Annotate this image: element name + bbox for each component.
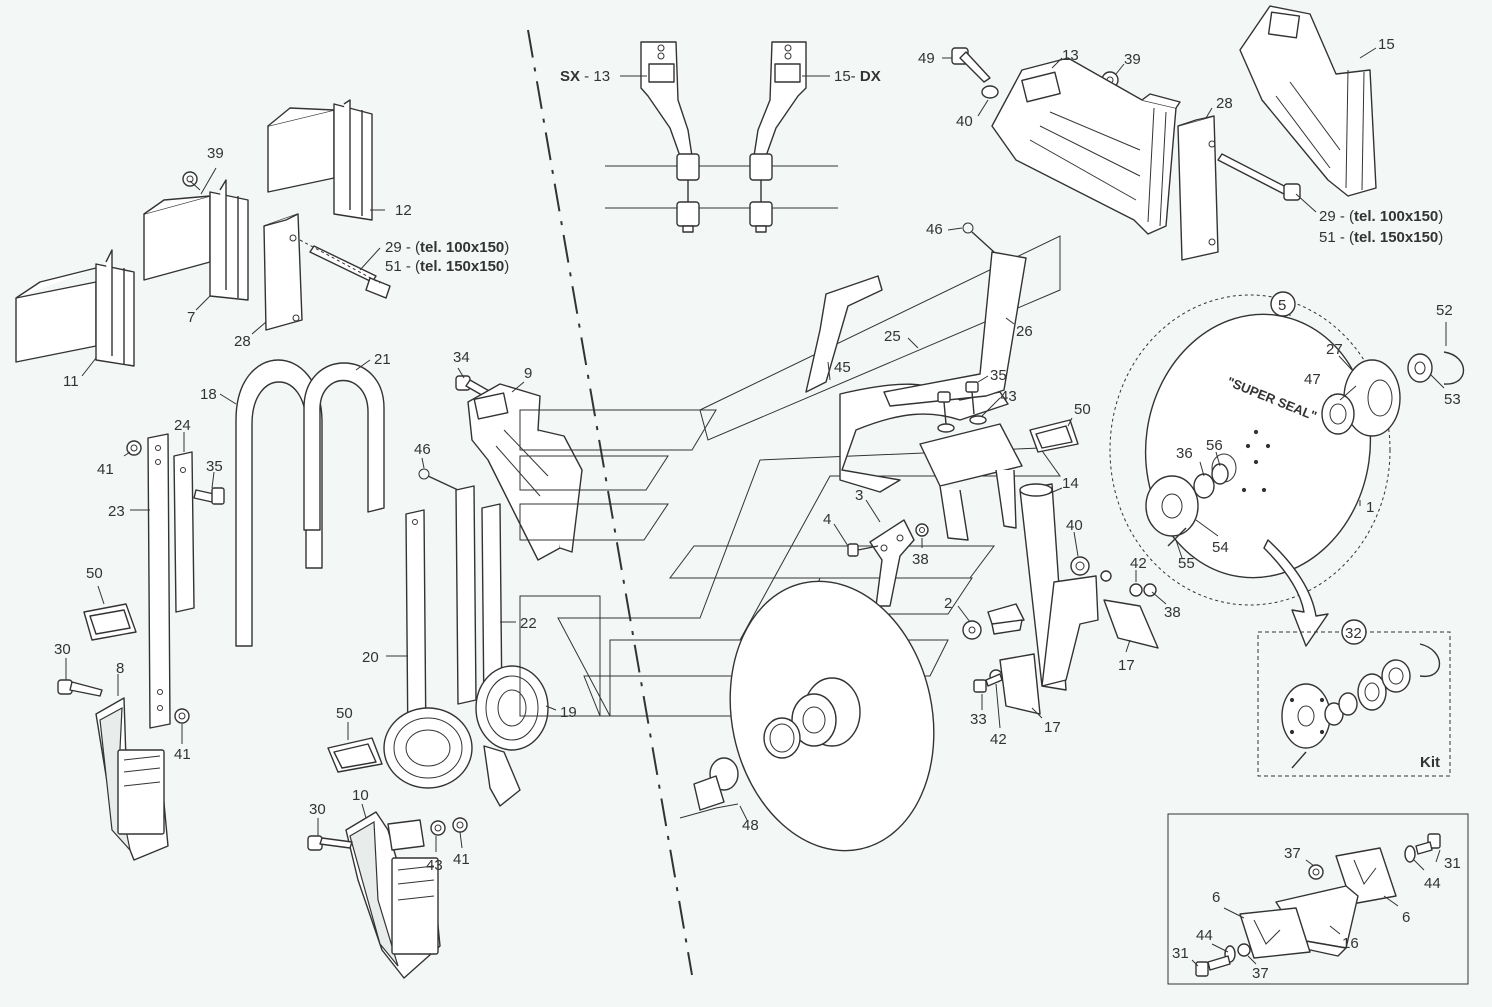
part-label: 25 xyxy=(884,328,901,345)
part-labels: 39 12 7 11 28 29 - (tel. 100x150) 51 - (… xyxy=(54,36,1461,982)
kit-label: Kit xyxy=(1420,754,1440,771)
part-label: 47 xyxy=(1304,371,1321,388)
part-label: 2 xyxy=(944,595,952,612)
part-label: 41 xyxy=(174,746,191,763)
part-label: 33 xyxy=(970,711,987,728)
part-label: 38 xyxy=(1164,604,1181,621)
part-label: 11 xyxy=(63,373,79,390)
right-disc-group: "SUPER SEAL" xyxy=(1109,294,1465,647)
part-label: 49 xyxy=(918,50,935,67)
part-label: 54 xyxy=(1212,539,1229,556)
part-label: 45 xyxy=(834,359,851,376)
part-label: 20 xyxy=(362,649,379,666)
part-label: 41 xyxy=(97,461,114,478)
callout-circle xyxy=(1341,619,1367,645)
part-label: 41 xyxy=(453,851,470,868)
part-label: 39 xyxy=(1124,51,1141,68)
bracket-group-top-left xyxy=(15,99,391,367)
part-label: 22 xyxy=(520,615,537,632)
part-label: 30 xyxy=(309,801,326,818)
part-label: 1 xyxy=(1366,499,1374,516)
part-label: 7 xyxy=(187,309,195,326)
part-label: 12 xyxy=(395,202,412,219)
part-label: 24 xyxy=(174,417,191,434)
part-label: 16 xyxy=(1342,935,1359,952)
part-label: 5 xyxy=(1278,297,1286,314)
kit-box xyxy=(1257,631,1451,777)
part-label: 3 xyxy=(855,487,863,504)
sx-dx-schematic xyxy=(605,41,838,233)
disc-coulter-group xyxy=(679,222,1159,852)
bolt-spec-right-line1: 29 - (tel. 100x150) xyxy=(1319,208,1443,225)
inset-box xyxy=(1167,813,1469,985)
part-label: 56 xyxy=(1206,437,1223,454)
part-label: 36 xyxy=(1176,445,1193,462)
bolt-spec-left-line2: 51 - (tel. 150x150) xyxy=(385,258,509,275)
part-label: 44 xyxy=(1424,875,1441,892)
part-label: 6 xyxy=(1402,909,1410,926)
left-tine-group xyxy=(57,359,385,861)
part-label: 30 xyxy=(54,641,71,658)
part-label: 38 xyxy=(912,551,929,568)
part-label: 42 xyxy=(1130,555,1147,572)
part-label: 46 xyxy=(414,441,431,458)
sx-label: SX - 13 xyxy=(560,68,610,85)
part-label: 50 xyxy=(86,565,103,582)
part-label: 19 xyxy=(560,704,577,721)
part-label: 18 xyxy=(200,386,217,403)
leader-lines xyxy=(65,47,1447,967)
part-label: 17 xyxy=(1118,657,1135,674)
bracket-group-top-right xyxy=(951,5,1377,261)
part-label: 28 xyxy=(234,333,251,350)
dx-label: 15- DX xyxy=(834,68,881,85)
divider-line xyxy=(527,29,693,976)
callout-circle xyxy=(1270,291,1296,317)
part-label: 17 xyxy=(1044,719,1061,736)
part-label: 13 xyxy=(1062,47,1079,64)
part-label: 4 xyxy=(823,511,831,528)
part-label: 50 xyxy=(336,705,353,722)
bolt-spec-right-line2: 51 - (tel. 150x150) xyxy=(1319,229,1443,246)
part-label: 48 xyxy=(742,817,759,834)
part-label: 10 xyxy=(352,787,369,804)
part-label: 9 xyxy=(524,365,532,382)
part-label: 39 xyxy=(207,145,224,162)
part-label: 43 xyxy=(426,857,443,874)
part-label: 27 xyxy=(1326,341,1343,358)
part-label: 42 xyxy=(990,731,1007,748)
part-label: 35 xyxy=(990,367,1007,384)
part-label: 31 xyxy=(1172,945,1189,962)
part-label: 40 xyxy=(956,113,973,130)
part-label: 52 xyxy=(1436,302,1453,319)
part-label: 44 xyxy=(1196,927,1213,944)
center-tine-group xyxy=(307,375,583,979)
part-label: 23 xyxy=(108,503,125,520)
part-label: 8 xyxy=(116,660,124,677)
part-label: 32 xyxy=(1345,625,1362,642)
part-label: 37 xyxy=(1284,845,1301,862)
part-label: 50 xyxy=(1074,401,1091,418)
part-label: 55 xyxy=(1178,555,1195,572)
part-label: 35 xyxy=(206,458,223,475)
part-label: 6 xyxy=(1212,889,1220,906)
super-seal-disc xyxy=(1144,313,1372,579)
part-label: 37 xyxy=(1252,965,1269,982)
part-label: 31 xyxy=(1444,855,1461,872)
part-label: 15 xyxy=(1378,36,1395,53)
bolt-spec-left-line1: 29 - (tel. 100x150) xyxy=(385,239,509,256)
part-label: 28 xyxy=(1216,95,1233,112)
part-label: 40 xyxy=(1066,517,1083,534)
part-label: 21 xyxy=(374,351,391,368)
part-label: 53 xyxy=(1444,391,1461,408)
part-label: 26 xyxy=(1016,323,1033,340)
part-label: 14 xyxy=(1062,475,1079,492)
part-label: 46 xyxy=(926,221,943,238)
part-label: 34 xyxy=(453,349,470,366)
part-label: 43 xyxy=(1000,388,1017,405)
